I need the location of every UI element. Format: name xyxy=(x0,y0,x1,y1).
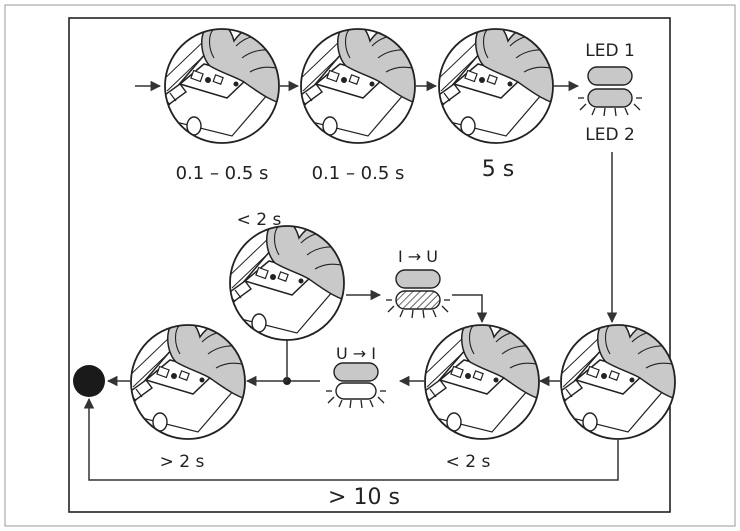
press-step-2 xyxy=(288,22,428,156)
u-to-i-led-top xyxy=(334,363,378,381)
u-to-i-led-bottom xyxy=(326,383,386,408)
i-to-u-led-bottom xyxy=(386,291,450,318)
press-step-branch xyxy=(217,219,357,353)
press-step-final xyxy=(118,318,258,452)
led1-icon xyxy=(588,67,632,85)
branch-duration: < 2 s xyxy=(237,210,282,230)
led1-label: LED 1 xyxy=(585,41,635,61)
arrow-iu-down xyxy=(452,295,482,322)
step1-duration: 0.1 – 0.5 s xyxy=(176,163,269,184)
press-step-right xyxy=(548,318,688,452)
led2-label: LED 2 xyxy=(585,125,635,145)
step2-duration: 0.1 – 0.5 s xyxy=(312,163,405,184)
press-step-3 xyxy=(426,22,566,156)
press-step-1 xyxy=(152,22,292,156)
i-to-u-led-top xyxy=(396,270,440,288)
press-step-mid xyxy=(412,318,552,452)
mid-duration: < 2 s xyxy=(446,452,491,472)
i-to-u-label: I → U xyxy=(398,247,438,266)
step3-duration: 5 s xyxy=(482,157,514,182)
led2-icon xyxy=(578,89,642,116)
timeout-label: > 10 s xyxy=(328,485,400,510)
final-duration: > 2 s xyxy=(160,452,205,472)
u-to-i-label: U → I xyxy=(336,344,376,363)
end-dot-icon xyxy=(73,365,105,397)
